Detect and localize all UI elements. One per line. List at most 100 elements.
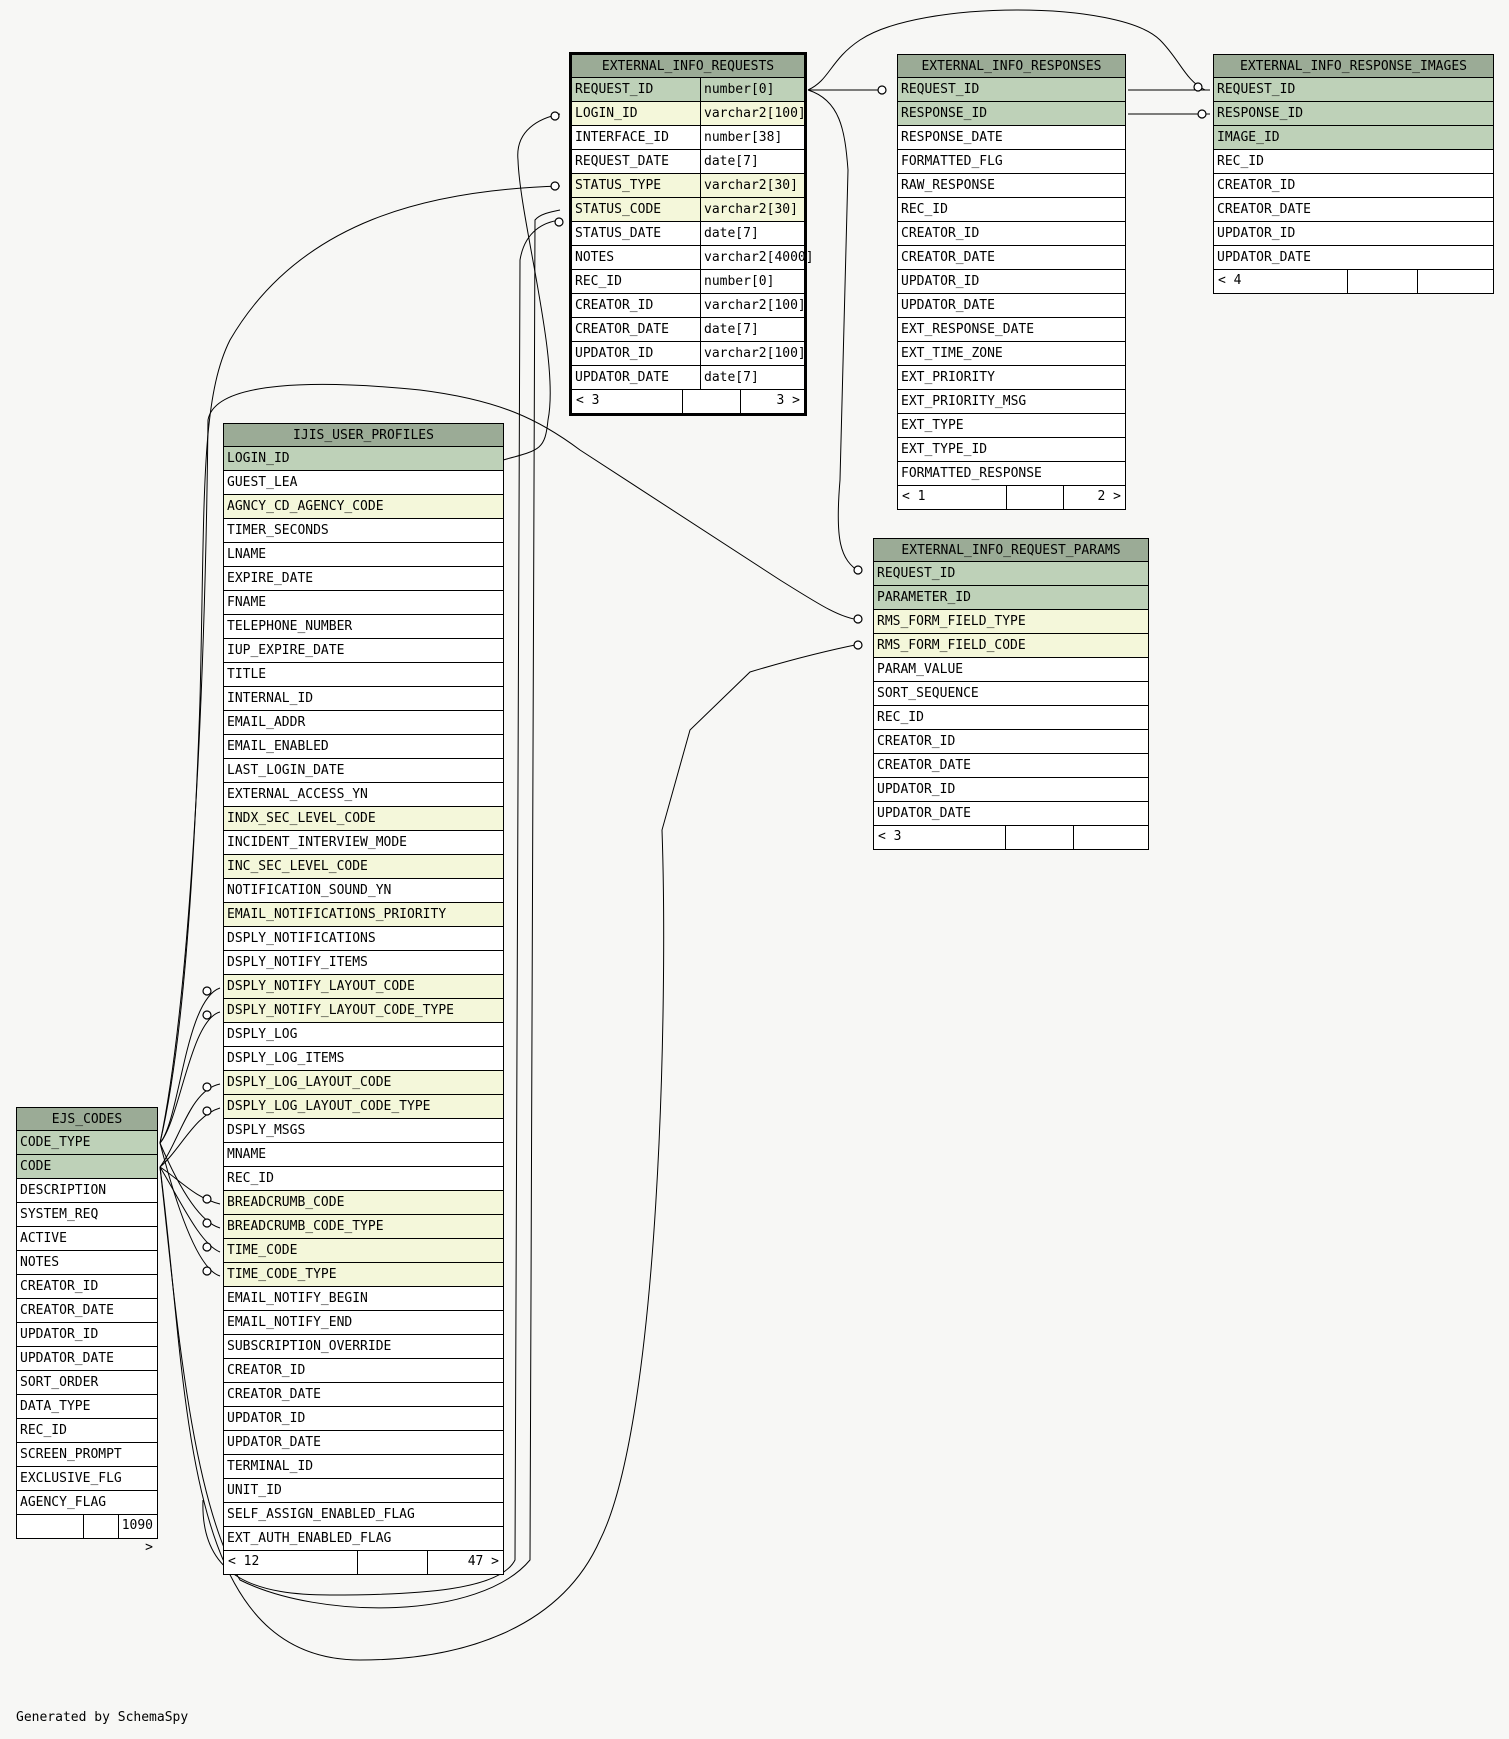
column-row[interactable]: REC_ID xyxy=(17,1419,157,1443)
column-row[interactable]: REQUEST_ID xyxy=(874,562,1148,586)
column-row[interactable]: REC_ID xyxy=(1214,150,1493,174)
column-row[interactable]: CREATOR_DATE xyxy=(898,246,1125,270)
column-row[interactable]: RESPONSE_ID xyxy=(1214,102,1493,126)
column-row[interactable]: REQUEST_ID xyxy=(1214,78,1493,102)
column-row[interactable]: REC_ID xyxy=(874,706,1148,730)
column-row[interactable]: DSPLY_LOG_LAYOUT_CODE_TYPE xyxy=(224,1095,503,1119)
column-row[interactable]: UNIT_ID xyxy=(224,1479,503,1503)
column-row[interactable]: CODE xyxy=(17,1155,157,1179)
parents-count[interactable]: < 4 xyxy=(1214,270,1348,293)
table-title[interactable]: EXTERNAL_INFO_REQUESTS xyxy=(572,55,804,78)
column-row[interactable]: CREATOR_DATE xyxy=(1214,198,1493,222)
column-row[interactable]: EXTERNAL_ACCESS_YN xyxy=(224,783,503,807)
column-row[interactable]: EXT_TIME_ZONE xyxy=(898,342,1125,366)
column-row[interactable]: CREATOR_DATE xyxy=(224,1383,503,1407)
column-row[interactable]: BREADCRUMB_CODE_TYPE xyxy=(224,1215,503,1239)
column-row[interactable]: FORMATTED_FLG xyxy=(898,150,1125,174)
column-row[interactable]: CREATOR_ID xyxy=(874,730,1148,754)
column-row[interactable]: CREATOR_DATE xyxy=(17,1299,157,1323)
children-count[interactable] xyxy=(1418,270,1493,293)
column-row[interactable]: RESPONSE_ID xyxy=(898,102,1125,126)
column-row[interactable]: SCREEN_PROMPT xyxy=(17,1443,157,1467)
column-row[interactable]: BREADCRUMB_CODE xyxy=(224,1191,503,1215)
column-row[interactable]: EXT_AUTH_ENABLED_FLAG xyxy=(224,1527,503,1551)
column-row[interactable]: DSPLY_NOTIFY_LAYOUT_CODE_TYPE xyxy=(224,999,503,1023)
column-row[interactable]: AGNCY_CD_AGENCY_CODE xyxy=(224,495,503,519)
column-row[interactable]: CREATOR_DATE xyxy=(874,754,1148,778)
column-row[interactable]: TELEPHONE_NUMBER xyxy=(224,615,503,639)
table-title[interactable]: EJS_CODES xyxy=(17,1108,157,1131)
column-row[interactable]: GUEST_LEA xyxy=(224,471,503,495)
column-row[interactable]: DSPLY_MSGS xyxy=(224,1119,503,1143)
children-count[interactable]: 1090 > xyxy=(121,1518,153,1555)
column-row[interactable]: TIME_CODE xyxy=(224,1239,503,1263)
column-row[interactable]: CODE_TYPE xyxy=(17,1131,157,1155)
column-row[interactable]: ACTIVE xyxy=(17,1227,157,1251)
column-row[interactable]: UPDATOR_ID xyxy=(224,1407,503,1431)
column-row[interactable]: TERMINAL_ID xyxy=(224,1455,503,1479)
column-row[interactable]: EXPIRE_DATE xyxy=(224,567,503,591)
column-row[interactable]: EMAIL_NOTIFY_END xyxy=(224,1311,503,1335)
column-row[interactable]: MNAME xyxy=(224,1143,503,1167)
column-row[interactable]: TITLE xyxy=(224,663,503,687)
column-row[interactable]: EXT_RESPONSE_DATE xyxy=(898,318,1125,342)
column-row[interactable]: EMAIL_NOTIFICATIONS_PRIORITY xyxy=(224,903,503,927)
column-row[interactable]: DSPLY_LOG xyxy=(224,1023,503,1047)
column-row[interactable]: DATA_TYPE xyxy=(17,1395,157,1419)
parents-count[interactable]: < 3 xyxy=(572,390,684,413)
column-row[interactable]: UPDATOR_DATE xyxy=(898,294,1125,318)
column-row[interactable]: LNAME xyxy=(224,543,503,567)
column-row[interactable]: INTERNAL_ID xyxy=(224,687,503,711)
column-row[interactable]: UPDATOR_DATE xyxy=(224,1431,503,1455)
column-row[interactable]: RMS_FORM_FIELD_CODE xyxy=(874,634,1148,658)
children-count[interactable]: 2 > xyxy=(1097,489,1121,504)
column-row[interactable]: EMAIL_NOTIFY_BEGIN xyxy=(224,1287,503,1311)
children-count[interactable]: 3 > xyxy=(776,393,800,408)
column-row[interactable]: DESCRIPTION xyxy=(17,1179,157,1203)
column-row[interactable]: UPDATOR_ID xyxy=(898,270,1125,294)
column-row[interactable]: IUP_EXPIRE_DATE xyxy=(224,639,503,663)
column-row[interactable]: SORT_SEQUENCE xyxy=(874,682,1148,706)
column-row[interactable]: DSPLY_NOTIFICATIONS xyxy=(224,927,503,951)
column-row[interactable]: LOGIN_ID xyxy=(224,447,503,471)
table-title[interactable]: IJIS_USER_PROFILES xyxy=(224,424,503,447)
column-row[interactable]: PARAM_VALUE xyxy=(874,658,1148,682)
column-row[interactable]: INCIDENT_INTERVIEW_MODE xyxy=(224,831,503,855)
column-row[interactable]: UPDATOR_DATE xyxy=(1214,246,1493,270)
column-row[interactable]: DSPLY_NOTIFY_ITEMS xyxy=(224,951,503,975)
table-title[interactable]: EXTERNAL_INFO_REQUEST_PARAMS xyxy=(874,539,1148,562)
table-title[interactable]: EXTERNAL_INFO_RESPONSE_IMAGES xyxy=(1214,55,1493,78)
column-row[interactable]: SUBSCRIPTION_OVERRIDE xyxy=(224,1335,503,1359)
column-row[interactable]: UPDATOR_ID xyxy=(1214,222,1493,246)
children-count[interactable] xyxy=(1074,826,1148,849)
column-row[interactable]: TIMER_SECONDS xyxy=(224,519,503,543)
column-row[interactable]: INDX_SEC_LEVEL_CODE xyxy=(224,807,503,831)
column-row[interactable]: TIME_CODE_TYPE xyxy=(224,1263,503,1287)
column-row[interactable]: CREATOR_ID xyxy=(224,1359,503,1383)
column-row[interactable]: DSPLY_LOG_LAYOUT_CODE xyxy=(224,1071,503,1095)
column-row[interactable]: FORMATTED_RESPONSE xyxy=(898,462,1125,486)
parents-count[interactable]: < 3 xyxy=(874,826,1006,849)
column-row[interactable]: NOTIFICATION_SOUND_YN xyxy=(224,879,503,903)
column-row[interactable]: DSPLY_NOTIFY_LAYOUT_CODE xyxy=(224,975,503,999)
column-row[interactable]: REC_ID xyxy=(224,1167,503,1191)
column-row[interactable]: NOTES xyxy=(17,1251,157,1275)
column-row[interactable]: AGENCY_FLAG xyxy=(17,1491,157,1515)
column-row[interactable]: EXCLUSIVE_FLG xyxy=(17,1467,157,1491)
column-row[interactable]: CREATOR_ID xyxy=(898,222,1125,246)
